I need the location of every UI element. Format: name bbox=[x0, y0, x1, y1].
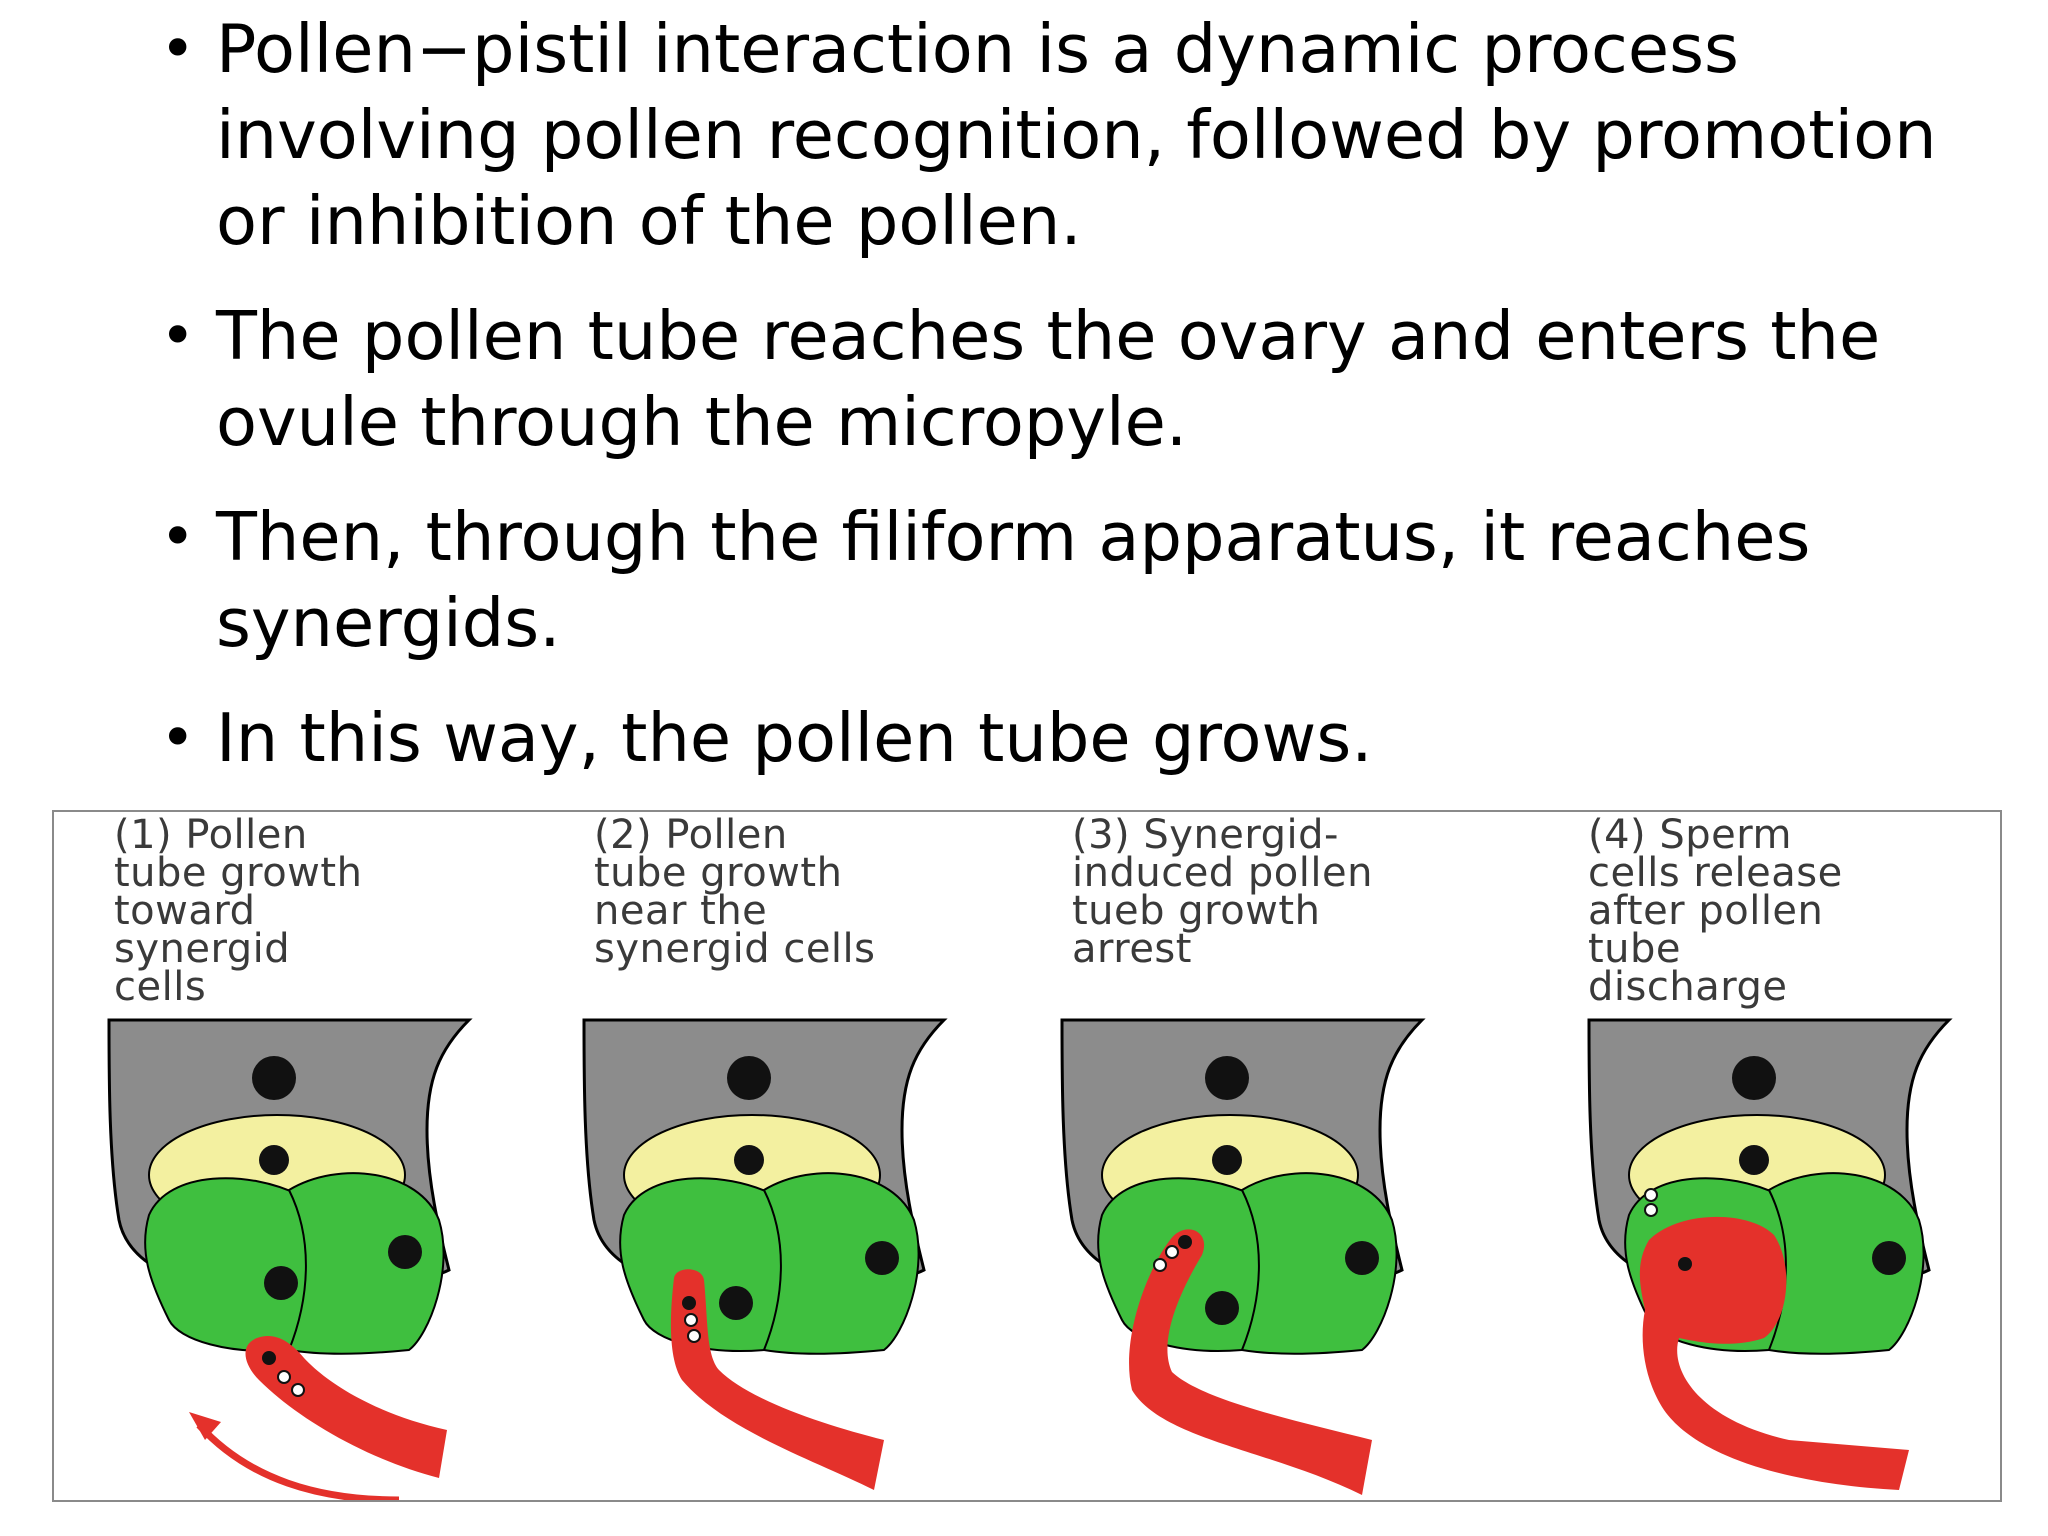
panel-2-illustration bbox=[582, 1018, 948, 1490]
panel-1-illustration bbox=[107, 1018, 473, 1500]
bullet-text: Pollen−pistil interaction is a dynamic p… bbox=[216, 10, 1937, 260]
synergid-right bbox=[1240, 1172, 1398, 1355]
tube-nucleus bbox=[1178, 1235, 1192, 1249]
synergid-right bbox=[287, 1172, 445, 1355]
panel-4-illustration bbox=[1587, 1018, 1953, 1490]
panel-4-caption: (4) Sperm cells release after pollen tub… bbox=[1588, 812, 1843, 1010]
bullet-item: • The pollen tube reaches the ovary and … bbox=[160, 293, 2000, 465]
diagram-drawing bbox=[107, 1018, 1953, 1500]
bullet-dot: • bbox=[160, 301, 196, 371]
synergid-nucleus bbox=[865, 1241, 899, 1275]
sperm-cell bbox=[1153, 1258, 1167, 1272]
synergid-nucleus bbox=[719, 1286, 753, 1320]
sperm-cell bbox=[1165, 1245, 1179, 1259]
sperm-cell bbox=[277, 1370, 291, 1384]
central-nucleus bbox=[734, 1145, 764, 1175]
fertilization-diagram: (1) Pollen tube growth toward synergid c… bbox=[52, 810, 2002, 1502]
panel-1-caption: (1) Pollen tube growth toward synergid c… bbox=[114, 812, 363, 1010]
synergid-nucleus bbox=[1205, 1291, 1239, 1325]
synergid-nucleus bbox=[264, 1266, 298, 1300]
panel-2-caption: (2) Pollen tube growth near the synergid… bbox=[594, 812, 876, 972]
panel-3-illustration bbox=[1060, 1018, 1426, 1495]
sperm-cell bbox=[1644, 1188, 1658, 1202]
tube-nucleus bbox=[682, 1296, 696, 1310]
bullet-item: • Then, through the filiform apparatus, … bbox=[160, 494, 2000, 666]
synergid-nucleus bbox=[1345, 1241, 1379, 1275]
sperm-cell bbox=[1644, 1203, 1658, 1217]
bullet-dot: • bbox=[160, 14, 196, 84]
synergid-nucleus bbox=[1872, 1241, 1906, 1275]
tube-nucleus bbox=[262, 1351, 276, 1365]
bullet-dot: • bbox=[160, 502, 196, 572]
bullet-text: The pollen tube reaches the ovary and en… bbox=[216, 297, 1881, 461]
bullet-text: In this way, the pollen tube grows. bbox=[216, 699, 1373, 777]
growth-arrow-head bbox=[189, 1412, 221, 1440]
egg-nucleus bbox=[252, 1056, 296, 1100]
panel-3-caption: (3) Synergid- induced pollen tueb growth… bbox=[1072, 812, 1373, 972]
pollen-tube bbox=[670, 1269, 884, 1490]
bullet-text: Then, through the filiform apparatus, it… bbox=[216, 498, 1811, 662]
synergid-right bbox=[762, 1172, 920, 1355]
tube-nucleus bbox=[1678, 1257, 1692, 1271]
central-nucleus bbox=[1212, 1145, 1242, 1175]
egg-nucleus bbox=[1732, 1056, 1776, 1100]
synergid-left bbox=[144, 1177, 311, 1352]
central-nucleus bbox=[259, 1145, 289, 1175]
egg-nucleus bbox=[1205, 1056, 1249, 1100]
sperm-cell bbox=[687, 1329, 701, 1343]
bullet-item: • In this way, the pollen tube grows. bbox=[160, 695, 2000, 781]
bullet-list: • Pollen−pistil interaction is a dynamic… bbox=[160, 6, 2000, 810]
bullet-dot: • bbox=[160, 703, 196, 773]
pollen-tube-discharge bbox=[1639, 1216, 1909, 1490]
pollen-tube bbox=[1129, 1229, 1372, 1495]
sperm-cell bbox=[684, 1313, 698, 1327]
pollen-tube bbox=[245, 1336, 447, 1478]
central-nucleus bbox=[1739, 1145, 1769, 1175]
egg-nucleus bbox=[727, 1056, 771, 1100]
growth-arrow bbox=[196, 1422, 400, 1500]
sperm-cell bbox=[291, 1383, 305, 1397]
bullet-item: • Pollen−pistil interaction is a dynamic… bbox=[160, 6, 2000, 264]
synergid-nucleus bbox=[388, 1235, 422, 1269]
